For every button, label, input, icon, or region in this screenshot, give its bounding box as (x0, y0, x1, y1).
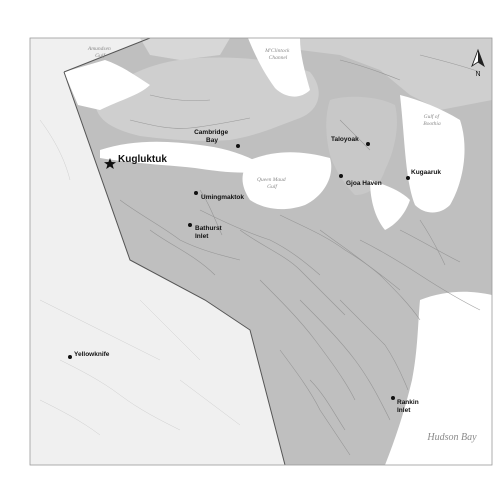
place-label-bathurst-line-1: Bathurst (195, 225, 223, 232)
water-label-mclintock-line-1: M'Clintock (264, 48, 290, 54)
hudson-bay-water (385, 291, 492, 465)
place-label-bathurst-inlet: Bathurst Inlet (195, 225, 224, 240)
water-label-amundsen-line-1: Amundsen (87, 46, 111, 52)
water-label-gulf-of-boothia: Gulf of Boothia (423, 113, 441, 127)
north-island-left (140, 38, 230, 60)
north-arrow-icon (471, 48, 485, 68)
water-label-mclintock-channel: M'Clintock Channel (264, 48, 291, 61)
star-icon (104, 158, 116, 169)
chantrey-inlet-water (370, 180, 410, 230)
gulf-of-boothia-water (400, 95, 465, 213)
place-marker-taloyoak (366, 142, 370, 146)
water-label-hudson-bay: Hudson Bay (426, 432, 477, 443)
place-label-kugaaruk: Kugaaruk (411, 169, 441, 176)
water-label-boothia-line-2: Boothia (423, 121, 441, 127)
place-marker-rankin-inlet (391, 396, 395, 400)
water-label-queen-maud-gulf: Queen Maud Gulf (257, 177, 287, 190)
water-label-queen-maud-line-1: Queen Maud (257, 177, 286, 183)
amundsen-gulf-water (64, 60, 150, 110)
place-label-taloyoak: Taloyoak (331, 136, 359, 143)
place-label-yellowknife: Yellowknife (74, 351, 110, 358)
place-label-umingmaktok: Umingmaktok (201, 194, 244, 201)
place-label-gjoa-haven: Gjoa Haven (346, 180, 382, 187)
place-marker-kugaaruk (406, 176, 410, 180)
place-label-kugluktuk: Kugluktuk (118, 154, 167, 165)
place-marker-umingmaktok (194, 191, 198, 195)
map-frame-border (29, 37, 493, 466)
boothia-peninsula (326, 96, 397, 195)
place-label-bathurst-line-2: Inlet (195, 233, 209, 240)
place-label-cambridge-line-1: Cambridge (194, 129, 228, 136)
territory-border (63, 71, 286, 465)
water-label-mclintock-line-2: Channel (269, 55, 288, 61)
place-label-cambridge-bay: Cambridge Bay (194, 129, 230, 144)
north-island-right (300, 38, 492, 110)
queen-maud-gulf-water (242, 152, 332, 210)
place-label-rankin-line-2: Inlet (397, 407, 411, 414)
water-label-amundsen-gulf: Amundsen Gulf (87, 46, 112, 59)
territory-border-north (63, 38, 151, 73)
water-label-boothia-line-1: Gulf of (424, 113, 441, 120)
place-marker-gjoa-haven (339, 174, 343, 178)
outside-river-network (39, 119, 241, 436)
north-label: N (475, 71, 480, 78)
water-label-queen-maud-line-2: Gulf (267, 183, 278, 190)
mclintock-channel-water (248, 38, 310, 97)
place-marker-yellowknife (68, 355, 72, 359)
water-label-amundsen-line-2: Gulf (95, 52, 106, 59)
place-label-rankin-inlet: Rankin Inlet (397, 399, 420, 414)
place-marker-bathurst-inlet (188, 223, 192, 227)
victoria-island (96, 57, 319, 141)
dease-strait-water (100, 141, 270, 173)
place-marker-cambridge-bay (236, 144, 240, 148)
river-network (119, 54, 481, 456)
place-label-rankin-line-1: Rankin (397, 399, 419, 406)
place-label-cambridge-line-2: Bay (206, 137, 218, 144)
